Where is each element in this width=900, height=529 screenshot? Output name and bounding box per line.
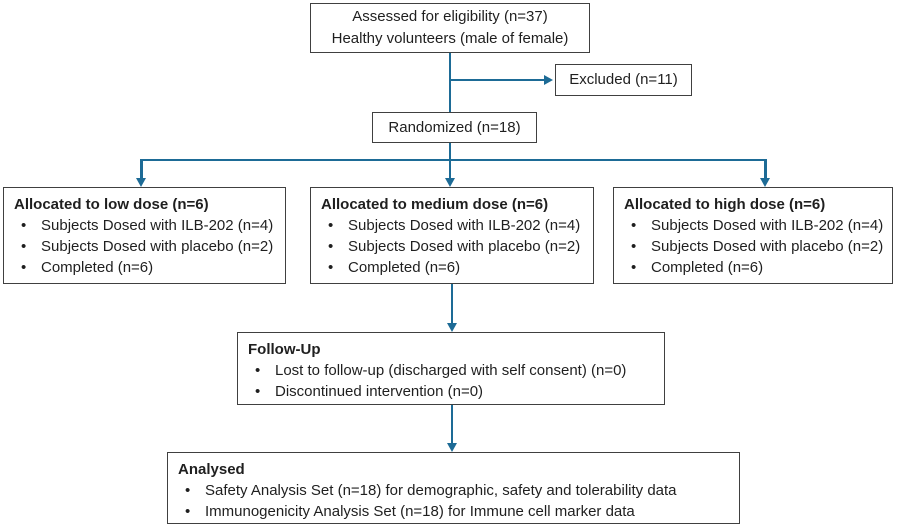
high-dose-title: Allocated to high dose (n=6) (624, 196, 826, 213)
eligibility-line1: Assessed for eligibility (n=37) (352, 8, 548, 25)
list-item: Completed (n=6) (321, 257, 583, 278)
box-analysed: Analysed Safety Analysis Set (n=18) for … (167, 452, 740, 524)
connector-eligibility-to-randomized (448, 53, 452, 112)
list-item: Subjects Dosed with placebo (n=2) (14, 236, 275, 257)
connector-branch-to-low (140, 159, 143, 179)
arrowhead-low-dose (135, 178, 146, 187)
randomized-label: Randomized (n=18) (388, 118, 521, 136)
connector-branch-horizontal (140, 158, 767, 162)
arrowhead-excluded (544, 74, 553, 85)
list-item: Safety Analysis Set (n=18) for demograph… (178, 480, 729, 501)
list-item: Lost to follow-up (discharged with self … (248, 360, 654, 381)
arrowhead-followup (446, 323, 457, 332)
box-excluded: Excluded (n=11) (555, 64, 692, 96)
eligibility-line2: Healthy volunteers (male of female) (331, 30, 569, 47)
arrowhead-medium-dose (444, 178, 455, 187)
list-item: Subjects Dosed with ILB-202 (n=4) (14, 215, 275, 236)
list-item: Completed (n=6) (14, 257, 275, 278)
box-randomized: Randomized (n=18) (372, 112, 537, 143)
arrowhead-high-dose (759, 178, 770, 187)
list-item: Subjects Dosed with ILB-202 (n=4) (624, 215, 883, 236)
list-item: Subjects Dosed with placebo (n=2) (624, 236, 883, 257)
connector-followup-to-analysed (450, 405, 454, 444)
box-high-dose: Allocated to high dose (n=6) Subjects Do… (613, 187, 893, 284)
excluded-label: Excluded (n=11) (569, 71, 678, 88)
medium-dose-title: Allocated to medium dose (n=6) (321, 196, 549, 213)
follow-up-title: Follow-Up (248, 341, 321, 358)
list-item: Subjects Dosed with ILB-202 (n=4) (321, 215, 583, 236)
arrowhead-analysed (446, 443, 457, 452)
list-item: Discontinued intervention (n=0) (248, 381, 654, 402)
box-medium-dose: Allocated to medium dose (n=6) Subjects … (310, 187, 594, 284)
box-follow-up: Follow-Up Lost to follow-up (discharged … (237, 332, 665, 405)
connector-to-excluded (450, 78, 544, 82)
box-low-dose: Allocated to low dose (n=6) Subjects Dos… (3, 187, 286, 284)
list-item: Completed (n=6) (624, 257, 882, 278)
low-dose-title: Allocated to low dose (n=6) (14, 196, 209, 213)
connector-medium-to-followup (450, 284, 454, 324)
analysed-title: Analysed (178, 461, 245, 478)
list-item: Subjects Dosed with placebo (n=2) (321, 236, 583, 257)
box-assessed-eligibility: Assessed for eligibility (n=37) Healthy … (310, 3, 590, 53)
list-item: Immunogenicity Analysis Set (n=18) for I… (178, 501, 729, 522)
connector-branch-to-high (764, 159, 767, 179)
